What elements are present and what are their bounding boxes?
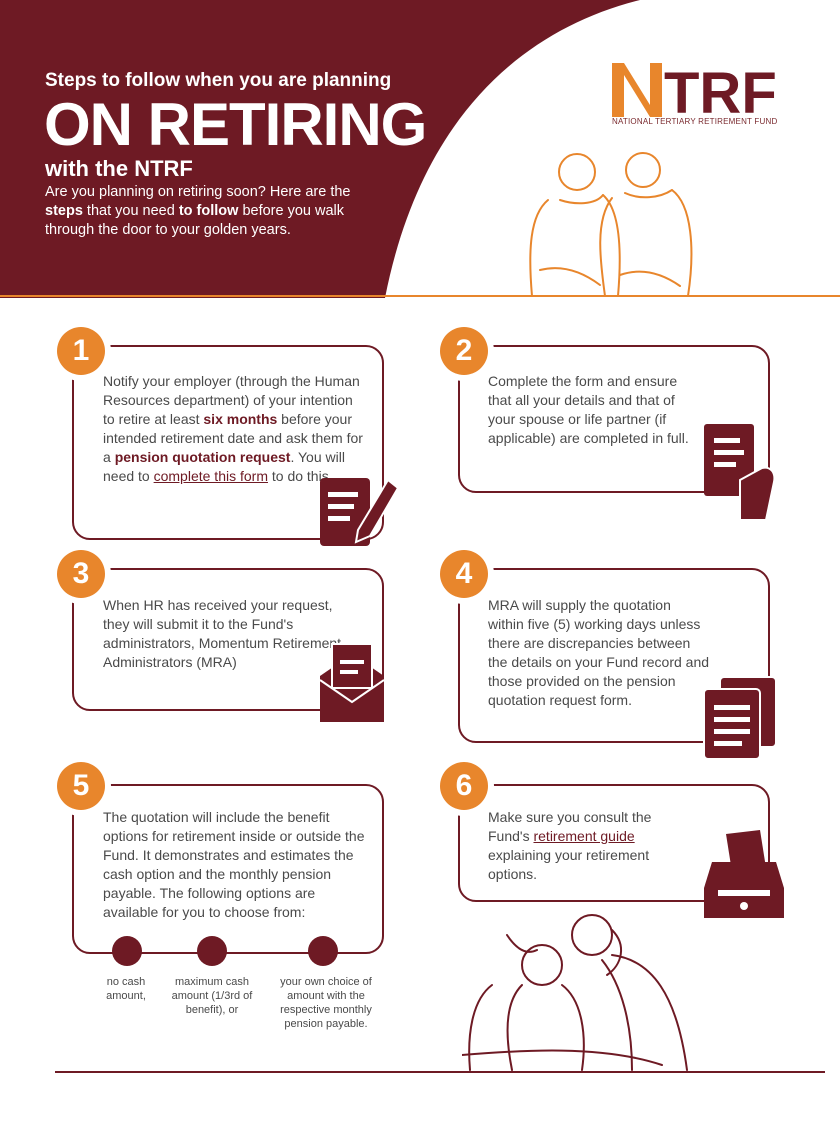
step-6-text: Make sure you consult the Fund's retirem… (488, 809, 652, 882)
documents-icon (703, 676, 777, 760)
retirement-guide-link[interactable]: retirement guide (533, 828, 635, 844)
page-title: ON RETIRING (44, 91, 427, 158)
hero-background (0, 0, 840, 298)
step-3-card (72, 568, 384, 711)
step-2-badge: 2 (440, 327, 488, 375)
header-kicker: Steps to follow when you are planning (45, 70, 392, 91)
step-5-text: The quotation will include the benefit o… (103, 809, 365, 920)
complete-form-link[interactable]: complete this form (153, 468, 268, 484)
elderly-couple-illustration (529, 152, 693, 297)
step-4-text: MRA will supply the quotation within fiv… (488, 597, 710, 708)
footer-divider (55, 1071, 825, 1073)
ntrf-logo: TRF (612, 61, 777, 126)
option-2-label: maximum cash amount (1/3rd of benefit), … (171, 976, 253, 1016)
step-1-text: Notify your employer (through the Human … (103, 373, 363, 484)
hand-cash-icon (112, 936, 142, 966)
choice-cash-icon (308, 936, 338, 966)
header-subhead: with the NTRF (45, 156, 193, 181)
hand-document-icon (704, 424, 776, 521)
option-3-label: your own choice of amount with the respe… (280, 976, 372, 1030)
printer-icon (704, 830, 784, 918)
step-2-text: Complete the form and ensure that all yo… (488, 373, 689, 446)
step-1-card (72, 345, 384, 540)
couple-planning-illustration (462, 914, 688, 1071)
step-6-badge: 6 (440, 762, 488, 810)
logo-caption: NATIONAL TERTIARY RETIREMENT FUND (612, 117, 778, 126)
step-3-badge: 3 (57, 550, 105, 598)
step-2-card (458, 345, 770, 493)
envelope-letter-icon (319, 643, 385, 722)
step-1-badge: 1 (57, 327, 105, 375)
step-5-badge: 5 (57, 762, 105, 810)
pen-form-icon (320, 478, 400, 546)
step-4-card (458, 568, 770, 743)
step-4-badge: 4 (440, 550, 488, 598)
money-stack-icon (197, 936, 227, 966)
logo-wordmark: TRF (664, 61, 777, 126)
header-intro: Are you planning on retiring soon? Here … (45, 184, 351, 238)
step-3-text: When HR has received your request, they … (103, 597, 342, 670)
step-6-card (458, 784, 770, 902)
step-5-card (72, 784, 384, 954)
option-1-label: no cash amount, (106, 976, 146, 1002)
